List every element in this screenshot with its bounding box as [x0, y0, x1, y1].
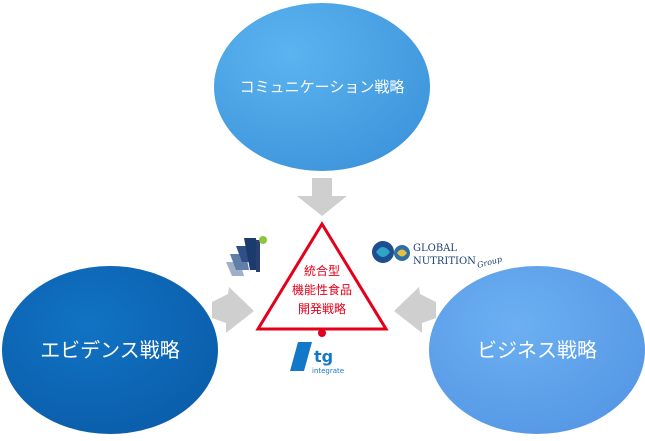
arrow-down-icon — [297, 178, 347, 216]
global-nutrition-line2: NUTRITION — [413, 256, 476, 267]
center-line-1: 統合型 — [304, 263, 340, 278]
center-line-2: 機能性食品 — [292, 282, 352, 297]
communication-strategy-circle — [214, 3, 430, 171]
center-line-3: 開発戦略 — [298, 301, 346, 316]
global-nutrition-group-script: Group — [476, 255, 503, 270]
company-logo-bars-icon — [226, 236, 267, 276]
arrow-right-icon — [212, 287, 254, 333]
arrow-left-icon — [394, 287, 436, 333]
itg-subtitle: integrate — [312, 367, 344, 375]
global-nutrition-line1: GLOBAL — [413, 243, 457, 254]
itg-mark-text: tg — [314, 347, 333, 366]
evidence-strategy-label: エビデンス戦略 — [40, 338, 180, 362]
business-strategy-circle — [429, 266, 645, 434]
business-strategy-label: ビジネス戦略 — [477, 338, 597, 362]
global-nutrition-logo: GLOBAL NUTRITION Group — [372, 241, 503, 270]
evidence-strategy-circle — [2, 266, 218, 434]
itg-dot-icon — [318, 329, 326, 337]
itg-mark-icon — [290, 342, 312, 371]
itg-integrate-logo: tg integrate — [290, 329, 344, 375]
communication-strategy-label: コミュニケーション戦略 — [240, 78, 405, 96]
